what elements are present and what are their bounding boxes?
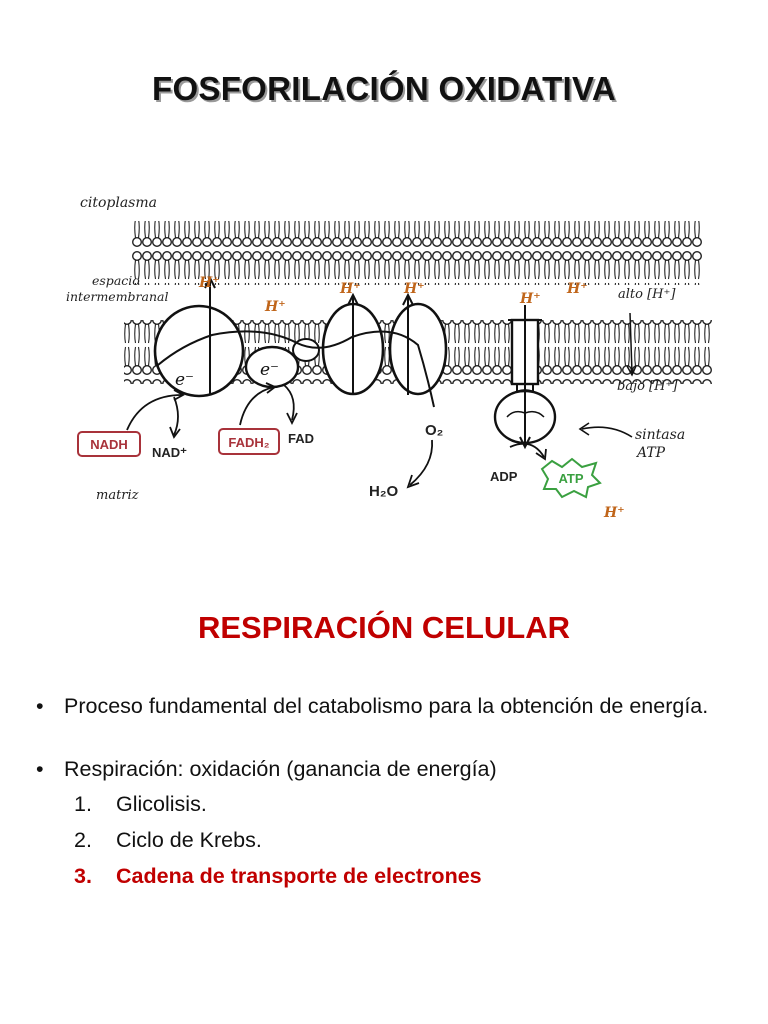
label-nad-plus: NAD⁺ (152, 445, 187, 460)
bullet-item: • Respiración: oxidación (ganancia de en… (36, 753, 746, 786)
electron-path (157, 330, 435, 408)
electron-2: e⁻ (260, 360, 279, 380)
bullet-text: Proceso fundamental del catabolismo para… (64, 694, 709, 718)
steps-list: 1. Glicolisis. 2. Ciclo de Krebs. 3. Cadena… (36, 786, 746, 894)
sintasa-pointer (581, 426, 633, 438)
adp-arrow (509, 442, 545, 458)
label-h2o: H₂O (369, 483, 398, 500)
bullet-text: Respiración: oxidación (ganancia de ener… (64, 757, 497, 781)
label-matriz: matriz (96, 488, 139, 503)
atp-burst (540, 457, 602, 499)
label-alto: alto [H⁺] (618, 287, 676, 302)
label-sintasa: sintasa (635, 427, 685, 443)
label-atp: ATP (558, 471, 583, 486)
step-number: 2. (74, 828, 92, 852)
list-item: 2. Ciclo de Krebs. (36, 822, 746, 858)
fad-arrow (283, 384, 295, 421)
bullet-dot-icon: • (36, 757, 44, 781)
label-adp: ADP (490, 469, 518, 484)
section-title: RESPIRACIÓN CELULAR (197, 610, 570, 645)
nadh-box (77, 431, 141, 457)
label-o2: O₂ (425, 422, 443, 439)
label-fadh2: FADH₂ (228, 435, 269, 450)
fadh2-arrow (239, 386, 275, 426)
bullet-list: • Proceso fundamental del catabolismo pa… (36, 690, 746, 894)
label-intermembranal: intermembranal (66, 289, 168, 304)
label-sintasa-atp: ATP (635, 445, 666, 461)
outer-membrane (132, 221, 702, 285)
bullet-dot-icon: • (36, 694, 44, 718)
h-plus-7: H⁺ (603, 505, 625, 521)
step-text: Ciclo de Krebs. (116, 828, 262, 852)
fadh2-box (218, 428, 280, 455)
label-espacio: espacio (92, 273, 140, 288)
label-fad: FAD (288, 431, 314, 446)
complex-four (388, 302, 448, 396)
electron-1: e⁻ (175, 370, 194, 390)
h-plus-4: H⁺ (403, 281, 425, 297)
h-plus-6: H⁺ (566, 281, 588, 297)
list-item: 1. Glicolisis. (36, 786, 746, 822)
complex-one (153, 304, 245, 398)
nad-arrow (173, 396, 179, 436)
h-plus-1: H⁺ (198, 275, 220, 291)
label-citoplasma: citoplasma (80, 195, 157, 211)
bullet-item: • Proceso fundamental del catabolismo pa… (36, 690, 746, 723)
step-number: 1. (74, 792, 92, 816)
h-plus-2: H⁺ (264, 299, 286, 315)
h-plus-3: H⁺ (339, 281, 361, 297)
page-title: FOSFORILACIÓN OXIDATIVA (151, 70, 616, 107)
label-nadh: NADH (90, 437, 128, 452)
step-number: 3. (74, 864, 92, 888)
nadh-arrow (126, 394, 183, 431)
step-text: Glicolisis. (116, 792, 207, 816)
list-item-highlighted: 3. Cadena de transporte de electrones (36, 858, 746, 894)
h-plus-5: H⁺ (519, 291, 541, 307)
oxidative-phosphorylation-diagram: citoplasma espacio intermembranal matriz… (66, 195, 712, 521)
o2-arrow (409, 439, 433, 486)
label-bajo: bajo [H⁺] (617, 379, 678, 394)
step-text: Cadena de transporte de electrones (116, 864, 482, 888)
gradient-arrow (629, 312, 633, 374)
